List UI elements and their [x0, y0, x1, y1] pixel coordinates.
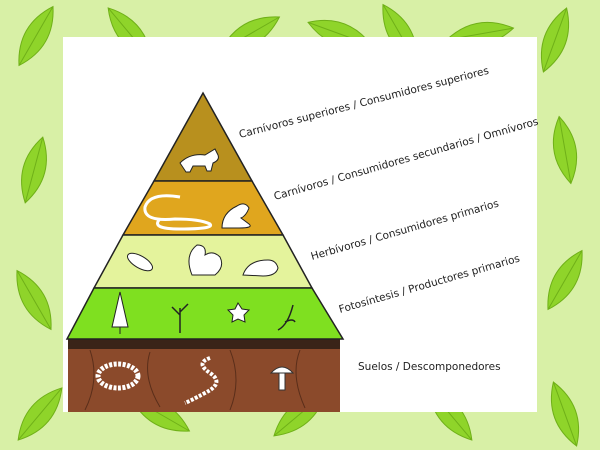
snake-icon [143, 194, 213, 231]
sapling-icon [171, 303, 189, 333]
plant-icons [111, 291, 296, 334]
leaf-icon [16, 269, 52, 331]
herb-icon [277, 304, 296, 331]
soil-level [68, 339, 340, 412]
leaf-icon [547, 249, 583, 311]
leaf-icon [17, 387, 63, 441]
rabbit-icon [242, 259, 279, 277]
label-decomposers: Suelos / Descomponedores [358, 361, 501, 373]
worm-icon [95, 361, 141, 391]
centipede-icon [184, 356, 219, 405]
fox-icon [179, 148, 219, 173]
leaf-icon [550, 381, 580, 447]
flower-icon [226, 302, 251, 323]
leaf-icon [18, 5, 54, 67]
frog-icon [221, 203, 251, 229]
squirrel-icon [188, 244, 223, 276]
leaf-icon [540, 7, 570, 73]
mushroom-icon [269, 366, 295, 391]
leaf-icon [552, 115, 578, 185]
leaf-icon [21, 136, 47, 204]
beetle-icon [127, 252, 153, 272]
level-producers [65, 287, 345, 340]
